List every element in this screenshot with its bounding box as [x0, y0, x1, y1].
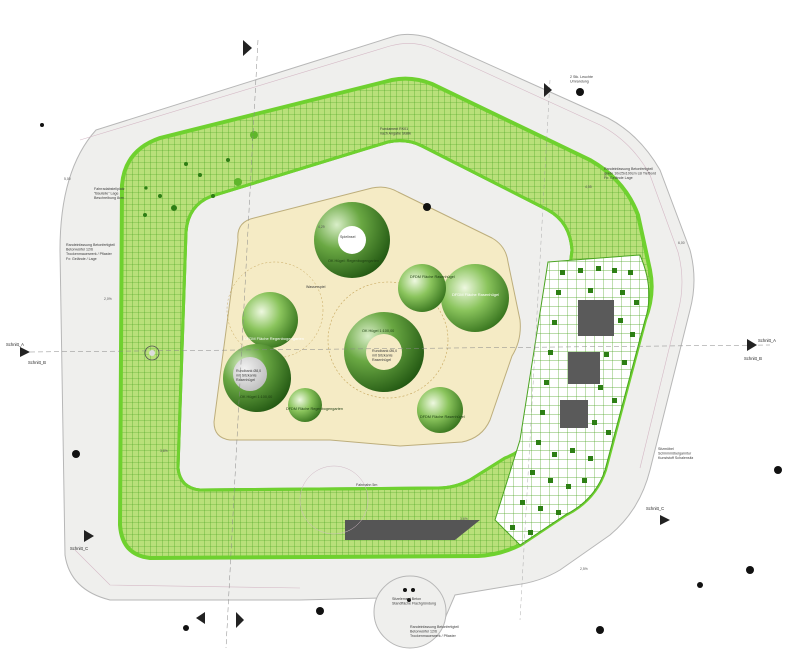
- dark-bar: [345, 520, 480, 540]
- spielinsel-label: Spielinsel: [340, 235, 356, 239]
- dim-label-1: 4,55: [585, 185, 592, 189]
- wasserspiel-label: Wasserspiel: [306, 285, 326, 289]
- dim-label-2: 3,8%: [160, 449, 168, 453]
- tree-hill-top-right: [441, 264, 509, 332]
- lamp-dots: [40, 88, 782, 634]
- fahrbahn-label: Fahrbahn 5m: [356, 483, 377, 487]
- section-marker-label-2: Schnitt_B: [28, 360, 46, 365]
- small-trees: [143, 131, 258, 217]
- dim-label-4: 6,00: [678, 241, 685, 245]
- tree-hill-left: [242, 292, 298, 348]
- tree-label-4: OK Hügel 1:100,00: [240, 395, 272, 399]
- section-marker-label-3: Schnitt_B: [744, 356, 762, 361]
- dark-grey-squares: [560, 300, 614, 428]
- tree-label-7: OK Hügel 1:100,00: [362, 329, 394, 333]
- dim-label-3: 2,5%: [580, 567, 588, 571]
- tree-label-0: OK Hügel: Regenbogengarten: [328, 259, 379, 263]
- section-marker-label-5: Schnitt_C: [646, 506, 664, 511]
- tree-label-5: DFDM Fläche Regenbogengarten: [286, 407, 343, 411]
- tree-hill-bottom-right: [417, 387, 463, 433]
- tree-hill-small: [288, 388, 322, 422]
- tree-label-3: DFDM Fläche Rasenhügel: [410, 275, 455, 279]
- tree-hill-center: [344, 312, 424, 392]
- tree-hill-top: [314, 202, 390, 278]
- planting-squares: [510, 266, 639, 535]
- section-marker-label-0: Schnitt_A: [6, 342, 24, 347]
- section-marker-label-1: Schnitt_A: [758, 338, 776, 343]
- dim-label-5: 4,29: [318, 225, 325, 229]
- tree-label-1: DFDM Fläche Rasenhügel: [452, 292, 499, 297]
- section-markers: [20, 40, 757, 628]
- section-marker-label-4: Schnitt_C: [70, 546, 88, 551]
- dim-label-7: 2,0%: [104, 297, 112, 301]
- dim-label-0: 5,00: [64, 177, 71, 181]
- tree-hill-mid-right: [398, 264, 446, 312]
- bottom-round-plaza: [373, 575, 447, 649]
- tree-label-2: DFDM Fläche Regenbogengarten: [244, 336, 304, 341]
- tree-hill-lower-left: [223, 344, 291, 412]
- tree-label-6: DFDM Fläche Rasenhügel: [420, 415, 465, 419]
- dim-label-6: 3,6%: [460, 517, 468, 521]
